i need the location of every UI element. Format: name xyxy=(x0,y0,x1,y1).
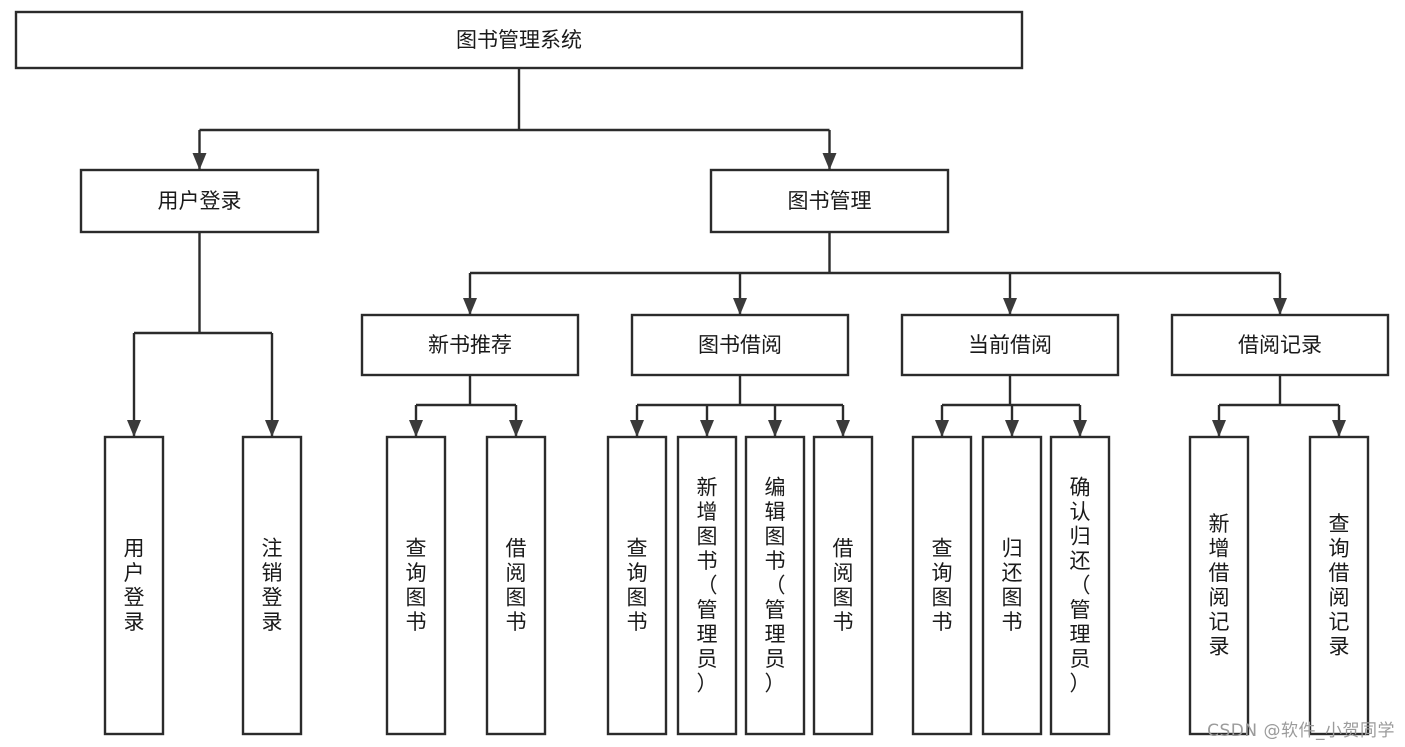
node-label: 用户登录 xyxy=(158,189,242,213)
node-label: 新书推荐 xyxy=(428,333,512,357)
node-leaf-return-book[interactable]: 归还图书 xyxy=(981,435,1043,736)
node-box xyxy=(606,435,668,736)
node-label: 编辑图书（管理员） xyxy=(765,475,786,695)
node-leaf-query-book-2[interactable]: 查询图书 xyxy=(606,435,668,736)
csdn-watermark: CSDN @软件_小贺同学 xyxy=(1207,721,1395,741)
node-box xyxy=(79,168,320,234)
node-box xyxy=(744,435,806,736)
nodes-layer: 图书管理系统用户登录图书管理新书推荐图书借阅当前借阅借阅记录用户登录注销登录查询… xyxy=(14,10,1390,736)
node-box xyxy=(676,435,738,736)
node-leaf-query-book-3[interactable]: 查询图书 xyxy=(911,435,973,736)
node-book-manage[interactable]: 图书管理 xyxy=(709,168,950,234)
node-label: 借阅图书 xyxy=(506,537,527,635)
node-leaf-borrow-book-1[interactable]: 借阅图书 xyxy=(485,435,547,736)
node-label: 用户登录 xyxy=(124,537,145,635)
node-current-borrow[interactable]: 当前借阅 xyxy=(900,313,1120,377)
node-label: 图书借阅 xyxy=(698,333,782,357)
node-label: 借阅图书 xyxy=(833,537,854,635)
node-box xyxy=(485,435,547,736)
edges-layer xyxy=(127,68,1346,437)
node-new-book-rec[interactable]: 新书推荐 xyxy=(360,313,580,377)
node-leaf-query-record[interactable]: 查询借阅记录 xyxy=(1308,435,1370,736)
node-label: 注销登录 xyxy=(262,537,283,635)
node-label: 当前借阅 xyxy=(968,333,1052,357)
node-label: 图书管理系统 xyxy=(456,28,582,52)
node-box xyxy=(812,435,874,736)
node-label: 图书管理 xyxy=(788,189,872,213)
node-box xyxy=(360,313,580,377)
node-leaf-borrow-book-2[interactable]: 借阅图书 xyxy=(812,435,874,736)
node-leaf-query-book-1[interactable]: 查询图书 xyxy=(385,435,447,736)
node-root[interactable]: 图书管理系统 xyxy=(14,10,1024,70)
node-book-borrow[interactable]: 图书借阅 xyxy=(630,313,850,377)
node-box xyxy=(385,435,447,736)
node-borrow-record[interactable]: 借阅记录 xyxy=(1170,313,1390,377)
node-box xyxy=(241,435,303,736)
node-label: 借阅记录 xyxy=(1238,333,1322,357)
node-leaf-add-record[interactable]: 新增借阅记录 xyxy=(1188,435,1250,736)
node-user-login[interactable]: 用户登录 xyxy=(79,168,320,234)
node-label: 查询图书 xyxy=(627,537,648,635)
node-box xyxy=(981,435,1043,736)
node-label: 确认归还（管理员） xyxy=(1070,475,1091,695)
node-label: 查询借阅记录 xyxy=(1329,512,1350,659)
node-leaf-confirm-return[interactable]: 确认归还（管理员） xyxy=(1049,435,1111,736)
node-box xyxy=(103,435,165,736)
node-box xyxy=(911,435,973,736)
node-box xyxy=(1308,435,1370,736)
node-leaf-logout[interactable]: 注销登录 xyxy=(241,435,303,736)
node-box xyxy=(14,10,1024,70)
node-label: 新增图书（管理员） xyxy=(697,475,718,695)
node-box xyxy=(900,313,1120,377)
node-box xyxy=(709,168,950,234)
node-leaf-edit-book[interactable]: 编辑图书（管理员） xyxy=(744,435,806,736)
node-label: 新增借阅记录 xyxy=(1209,512,1230,659)
node-box xyxy=(1188,435,1250,736)
node-label: 查询图书 xyxy=(932,537,953,635)
node-label: 查询图书 xyxy=(406,537,427,635)
node-box xyxy=(1049,435,1111,736)
node-box xyxy=(630,313,850,377)
node-leaf-add-book[interactable]: 新增图书（管理员） xyxy=(676,435,738,736)
node-box xyxy=(1170,313,1390,377)
node-label: 归还图书 xyxy=(1002,537,1023,635)
node-leaf-user-login[interactable]: 用户登录 xyxy=(103,435,165,736)
